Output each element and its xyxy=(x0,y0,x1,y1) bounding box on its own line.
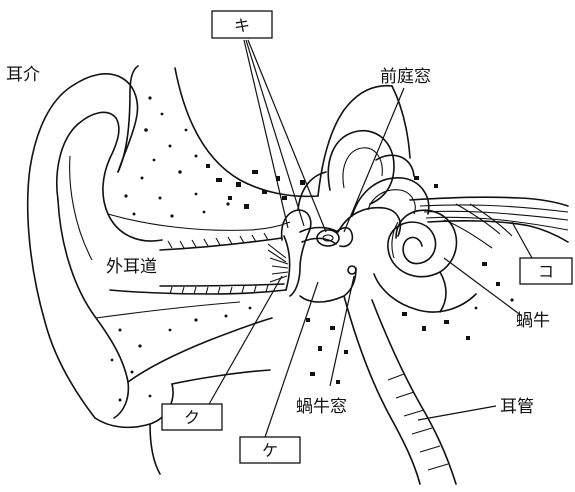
auditory-nerve xyxy=(410,197,568,248)
label-cochlea: 蝸牛 xyxy=(516,311,550,331)
semicircular-canals xyxy=(328,131,429,236)
box-label-ke: ケ xyxy=(240,437,300,463)
leader-ko-nerve xyxy=(512,222,532,258)
box-label-ki: キ xyxy=(212,11,272,38)
leader-oval-window xyxy=(344,88,404,232)
box-label-ke-text: ケ xyxy=(262,441,278,460)
box-label-ku-text: ク xyxy=(184,408,200,427)
leader-ku-eardrum xyxy=(208,276,282,406)
pinna-outline xyxy=(28,74,173,428)
box-label-ko: コ xyxy=(520,258,572,284)
leader-ki-incus xyxy=(246,40,304,226)
label-round-window: 蝸牛窓 xyxy=(296,397,347,417)
leader-round-window xyxy=(330,276,354,386)
cochlea-spiral xyxy=(374,210,476,312)
eustachian-tube xyxy=(344,296,456,484)
leader-lines xyxy=(208,40,532,440)
leader-ki-malleus xyxy=(244,40,288,228)
ear-canal-walls xyxy=(160,233,284,294)
box-label-ko-text: コ xyxy=(538,262,554,281)
leader-eustachian xyxy=(418,406,496,420)
box-label-ku: ク xyxy=(162,404,222,430)
leader-ki-stapes xyxy=(248,40,326,232)
label-ear-canal: 外耳道 xyxy=(106,257,157,277)
box-label-ki-text: キ xyxy=(234,16,250,35)
label-eustachian-tube: 耳管 xyxy=(500,397,534,417)
label-oval-window: 前庭窓 xyxy=(380,67,431,87)
label-pinna: 耳介 xyxy=(6,65,40,85)
